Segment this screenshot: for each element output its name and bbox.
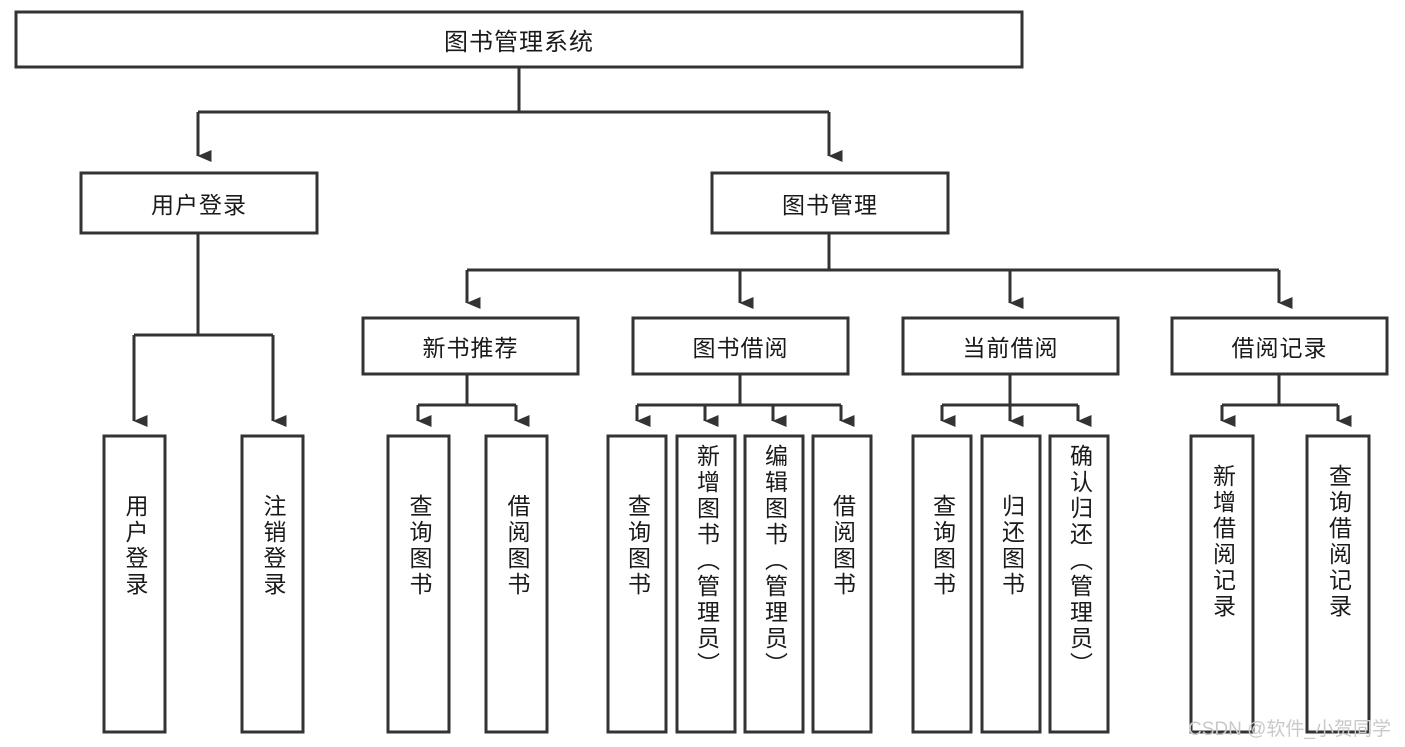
node-new-book-recommend[interactable]: [361, 316, 580, 376]
node-book-manage[interactable]: [710, 171, 950, 235]
node-current-borrow[interactable]: [901, 316, 1120, 376]
node-leaf-add-book[interactable]: [675, 434, 737, 734]
node-leaf-confirm-return[interactable]: [1048, 434, 1110, 734]
connector-book-borrow-to-leaves: [635, 374, 855, 427]
node-leaf-borrow-book-2[interactable]: [811, 434, 873, 734]
connector-current-borrow-to-leaves: [940, 374, 1092, 427]
node-leaf-borrow-book-1[interactable]: [484, 434, 549, 734]
node-leaf-query-book-3[interactable]: [911, 434, 973, 734]
node-leaf-user-login[interactable]: [102, 434, 167, 734]
connector-user-login-to-leaves: [132, 233, 287, 427]
node-user-login[interactable]: [79, 171, 319, 235]
node-root-book-management-system[interactable]: [14, 10, 1024, 69]
connector-borrow-record-to-leaves: [1220, 374, 1352, 427]
connector-root-to-level2: [196, 67, 843, 162]
connector-book-manage-to-level3: [465, 233, 1293, 309]
connector-new-book-recommend-to-leaves: [416, 374, 530, 427]
node-leaf-return-book[interactable]: [980, 434, 1042, 734]
node-leaf-query-borrow-record[interactable]: [1305, 434, 1371, 734]
node-leaf-user-logout[interactable]: [240, 434, 305, 734]
node-borrow-record[interactable]: [1170, 316, 1389, 376]
node-leaf-query-book-1[interactable]: [386, 434, 451, 734]
node-book-borrow[interactable]: [631, 316, 850, 376]
node-leaf-edit-book[interactable]: [743, 434, 805, 734]
node-leaf-query-book-2[interactable]: [606, 434, 668, 734]
node-leaf-add-borrow-record[interactable]: [1189, 434, 1255, 734]
